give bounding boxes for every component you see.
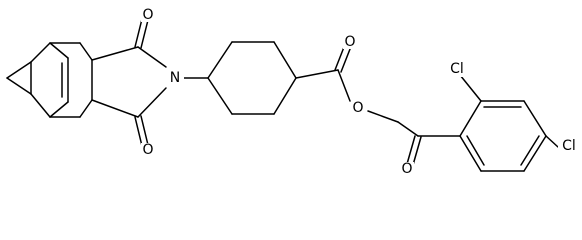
atom-o-ester-carbonyl: O [343,34,357,50]
svg-text:Cl: Cl [450,61,464,77]
svg-text:O: O [352,100,363,116]
atom-o-ester-link: O [351,100,365,116]
svg-text:O: O [401,161,412,177]
svg-text:N: N [170,70,180,86]
atom-o-imide-top: O [141,7,155,23]
atom-o-imide-bottom: O [141,142,155,158]
atom-n-imide: N [168,70,184,86]
atom-cl-ortho: Cl [446,61,468,77]
svg-text:O: O [344,34,355,50]
svg-text:Cl: Cl [562,138,576,154]
atom-cl-para: Cl [558,138,580,154]
atom-o-ketone: O [400,161,414,177]
molecule-structure: O N O O O O Cl Cl [6,7,580,177]
atom-labels: O N O O O O Cl Cl [141,7,580,177]
svg-text:O: O [142,142,153,158]
svg-text:O: O [142,7,153,23]
bond-lines [6,18,559,172]
